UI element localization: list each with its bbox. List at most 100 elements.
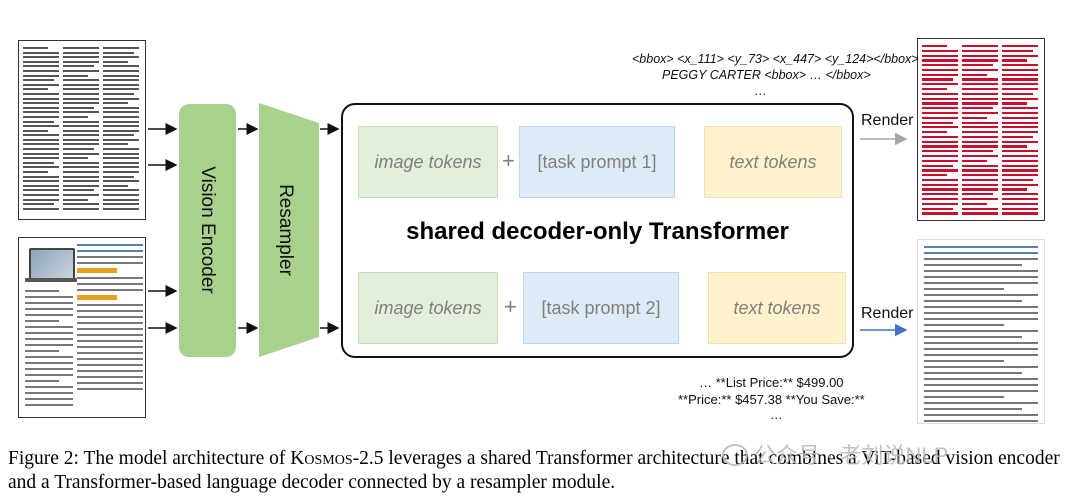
text-line bbox=[25, 392, 73, 394]
text-line bbox=[77, 376, 143, 378]
text-line bbox=[922, 154, 958, 158]
text-line bbox=[103, 51, 134, 54]
text-line bbox=[25, 356, 73, 358]
text-line bbox=[103, 152, 139, 155]
resampler-block bbox=[259, 103, 319, 357]
text-line bbox=[924, 318, 1038, 320]
text-line bbox=[1002, 78, 1038, 81]
text-line bbox=[924, 258, 1038, 260]
text-line bbox=[962, 212, 998, 215]
text-line bbox=[77, 244, 143, 246]
wechat-icon bbox=[722, 444, 748, 466]
text-line bbox=[922, 54, 958, 57]
text-line bbox=[23, 74, 59, 77]
text-line bbox=[63, 83, 99, 86]
render-label-2: Render bbox=[861, 305, 914, 322]
text-line bbox=[922, 121, 953, 124]
text-line bbox=[1002, 92, 1033, 95]
text-line bbox=[63, 203, 99, 206]
text-line bbox=[77, 310, 143, 312]
text-line bbox=[1002, 198, 1038, 201]
text-line bbox=[1002, 131, 1038, 134]
text-line bbox=[23, 161, 54, 164]
image-tokens-box-2: image tokens bbox=[358, 272, 498, 344]
text-line bbox=[77, 340, 143, 342]
text-line bbox=[25, 368, 73, 370]
text-line bbox=[23, 148, 59, 151]
text-line bbox=[1002, 193, 1038, 196]
text-line bbox=[962, 59, 998, 62]
text-line bbox=[23, 83, 59, 86]
watermark: 公众号 · 老刘说NLP bbox=[722, 438, 948, 470]
text-line bbox=[23, 134, 59, 137]
text-line bbox=[23, 157, 59, 160]
text-line bbox=[63, 175, 99, 178]
vision-encoder-label: Vision Encoder bbox=[197, 166, 218, 294]
text-line bbox=[103, 88, 139, 91]
text-line bbox=[25, 332, 73, 334]
text-line bbox=[77, 370, 143, 372]
text-line bbox=[962, 68, 998, 72]
text-line bbox=[922, 193, 958, 196]
text-line bbox=[25, 320, 59, 322]
text-line bbox=[103, 106, 139, 109]
text-line bbox=[103, 198, 139, 201]
text-line bbox=[63, 88, 99, 91]
text-line bbox=[77, 283, 143, 285]
text-line bbox=[962, 159, 988, 162]
text-line bbox=[962, 193, 993, 196]
text-line bbox=[924, 384, 1038, 386]
text-line bbox=[25, 296, 73, 298]
text-line bbox=[962, 202, 988, 205]
text-line bbox=[962, 111, 998, 115]
text-line bbox=[103, 203, 139, 206]
text-line bbox=[77, 250, 143, 252]
text-line bbox=[924, 312, 1038, 314]
text-line bbox=[63, 194, 99, 196]
text-line bbox=[63, 143, 99, 146]
text-line bbox=[962, 140, 998, 143]
text-tokens-box-2: text tokens bbox=[708, 272, 846, 344]
text-line bbox=[962, 116, 988, 119]
text-line bbox=[63, 125, 99, 128]
text-line bbox=[962, 145, 998, 148]
text-line bbox=[23, 120, 54, 123]
text-line bbox=[924, 252, 1038, 254]
text-line bbox=[1002, 116, 1038, 119]
laptop-product-thumbnail bbox=[29, 248, 75, 280]
text-line bbox=[922, 83, 958, 86]
text-line bbox=[922, 145, 958, 148]
text-line bbox=[23, 92, 59, 95]
text-line bbox=[1002, 64, 1038, 67]
text-line bbox=[77, 346, 143, 348]
text-line bbox=[924, 264, 1023, 266]
text-line bbox=[25, 374, 73, 376]
text-line bbox=[23, 143, 59, 146]
text-line bbox=[103, 97, 139, 100]
text-line bbox=[63, 69, 99, 72]
text-line bbox=[1002, 178, 1033, 182]
text-line bbox=[1002, 73, 1038, 76]
text-line bbox=[922, 88, 948, 91]
caption-prefix: Figure 2: The model architecture of bbox=[8, 448, 291, 469]
text-line bbox=[1002, 145, 1028, 148]
text-line bbox=[924, 306, 1038, 308]
text-line bbox=[922, 126, 958, 129]
text-line bbox=[922, 107, 958, 110]
web-text-column bbox=[77, 244, 143, 409]
text-line bbox=[23, 79, 54, 82]
text-line bbox=[23, 198, 59, 201]
text-line bbox=[924, 324, 1004, 326]
text-line bbox=[924, 270, 1038, 272]
text-line bbox=[103, 115, 139, 118]
text-line bbox=[23, 175, 59, 178]
text-line bbox=[103, 180, 139, 183]
text-line bbox=[23, 102, 59, 105]
text-line bbox=[922, 164, 953, 167]
text-line bbox=[63, 189, 94, 192]
text-line bbox=[103, 111, 139, 114]
text-line bbox=[962, 92, 998, 95]
task2-output-line2: **Price:** $457.38 **You Save:** bbox=[678, 392, 865, 407]
text-line bbox=[63, 79, 99, 82]
text-line bbox=[103, 134, 134, 137]
